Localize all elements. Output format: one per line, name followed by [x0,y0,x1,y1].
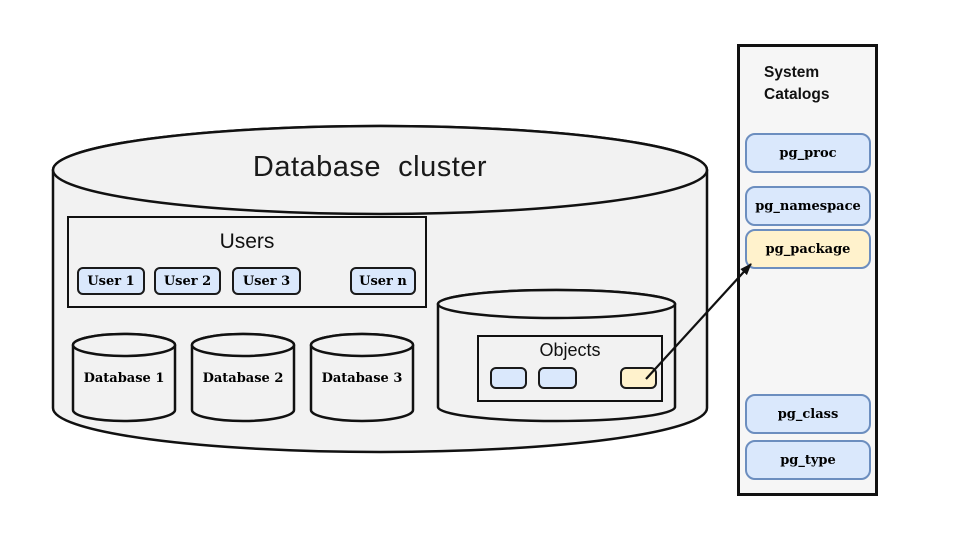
user-n-node: User n [350,267,416,295]
catalog-pg-namespace-node: pg_namespace [745,186,871,226]
user-1-node: User 1 [77,267,145,295]
user-3-node: User 3 [232,267,301,295]
database-3-label: Database 3 [321,371,403,386]
database-1-label: Database 1 [83,371,165,386]
object-chip-2 [538,367,577,389]
object-chip-1 [490,367,527,389]
objects-title: Objects [539,340,601,360]
cluster-title: Database cluster [252,151,488,183]
database-1-cylinder-top [71,332,177,358]
user-2-node: User 2 [154,267,221,295]
catalog-pg-type-node: pg_type [745,440,871,480]
system-catalogs-title: System Catalogs [764,64,830,103]
users-title: Users [219,230,275,253]
database-3-cylinder-top [309,332,415,358]
users-box [67,216,427,308]
catalog-pg-class-node: pg_class [745,394,871,434]
database-2-label: Database 2 [202,371,284,386]
object-chip-package-highlighted [620,367,657,389]
database-cluster-cylinder-top [51,124,709,216]
objects-cylinder-top [436,288,677,320]
catalog-pg-proc-node: pg_proc [745,133,871,173]
database-2-cylinder-top [190,332,296,358]
catalog-pg-package-node: pg_package [745,229,871,269]
